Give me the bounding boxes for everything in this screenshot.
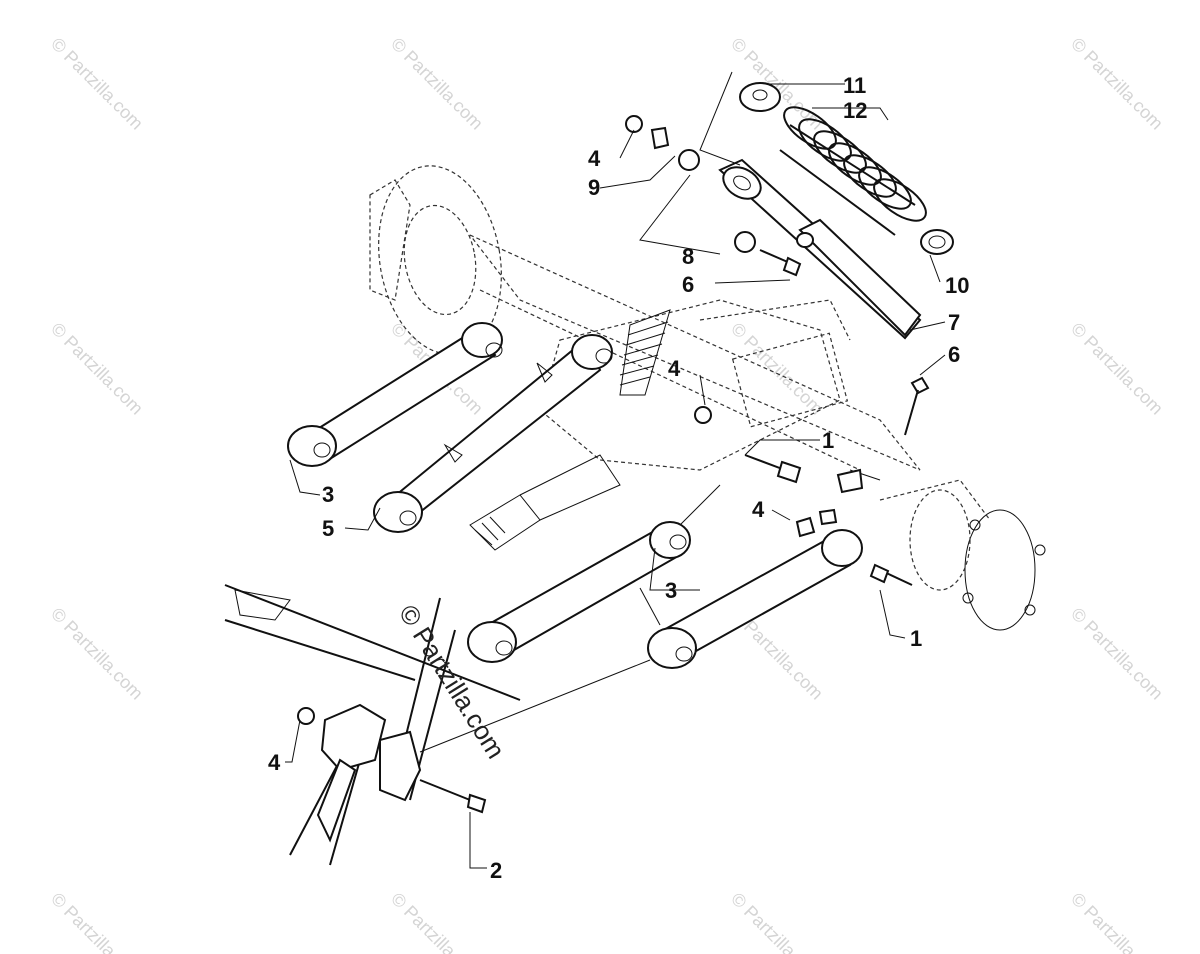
callout-2: 2 bbox=[490, 858, 502, 883]
callout-4: 4 bbox=[268, 750, 281, 775]
frame-bracket bbox=[224, 584, 521, 866]
watermark: © Partzilla.com bbox=[47, 34, 147, 134]
watermark: © Partzilla.com bbox=[47, 889, 147, 954]
watermark: © Partzilla.com bbox=[727, 889, 827, 954]
spring-retainer bbox=[739, 82, 781, 112]
center-bolt bbox=[694, 406, 816, 538]
callout-5: 5 bbox=[322, 516, 334, 541]
watermark-layer: © Partzilla.com © Partzilla.com © Partzi… bbox=[47, 34, 1167, 954]
callout-3: 3 bbox=[665, 578, 677, 603]
callout-6: 6 bbox=[948, 342, 960, 367]
callout-labels: 11 12 4 9 8 6 10 7 6 4 1 3 5 4 3 1 4 2 bbox=[268, 73, 969, 883]
callout-4: 4 bbox=[588, 146, 601, 171]
link-arm-lower-right bbox=[647, 529, 913, 669]
watermark: © Partzilla.com bbox=[1067, 889, 1167, 954]
callout-4: 4 bbox=[752, 497, 765, 522]
callout-3: 3 bbox=[322, 482, 334, 507]
watermark: © Partzilla.com bbox=[387, 34, 487, 134]
link-arm-lower-left bbox=[467, 521, 691, 663]
coil-spring bbox=[779, 106, 927, 236]
callout-12: 12 bbox=[843, 98, 867, 123]
watermark: © Partzilla.com bbox=[1067, 34, 1167, 134]
shock-absorber bbox=[625, 82, 954, 340]
center-spring bbox=[619, 309, 671, 396]
watermark: © Partzilla.com bbox=[47, 604, 147, 704]
watermark: © Partzilla.com bbox=[387, 889, 487, 954]
link-arm-upper-left bbox=[287, 322, 503, 467]
leader-lines bbox=[285, 71, 946, 869]
callout-1: 1 bbox=[822, 428, 834, 453]
lower-shock-bolt bbox=[818, 376, 930, 526]
watermark: © Partzilla.com bbox=[1067, 319, 1167, 419]
callout-6: 6 bbox=[682, 272, 694, 297]
callout-9: 9 bbox=[588, 175, 600, 200]
callout-8: 8 bbox=[682, 244, 694, 269]
callout-1: 1 bbox=[910, 626, 922, 651]
spring-seat bbox=[920, 229, 954, 255]
watermark: © Partzilla.com bbox=[1067, 604, 1167, 704]
callout-11: 11 bbox=[843, 73, 866, 98]
axle-housing bbox=[369, 165, 1046, 631]
watermark: © Partzilla.com bbox=[727, 319, 827, 419]
watermark: © Partzilla.com bbox=[47, 319, 147, 419]
callout-10: 10 bbox=[945, 273, 969, 298]
callout-4: 4 bbox=[668, 356, 681, 381]
link-arm-upper-right bbox=[373, 334, 613, 533]
callout-7: 7 bbox=[948, 310, 960, 335]
